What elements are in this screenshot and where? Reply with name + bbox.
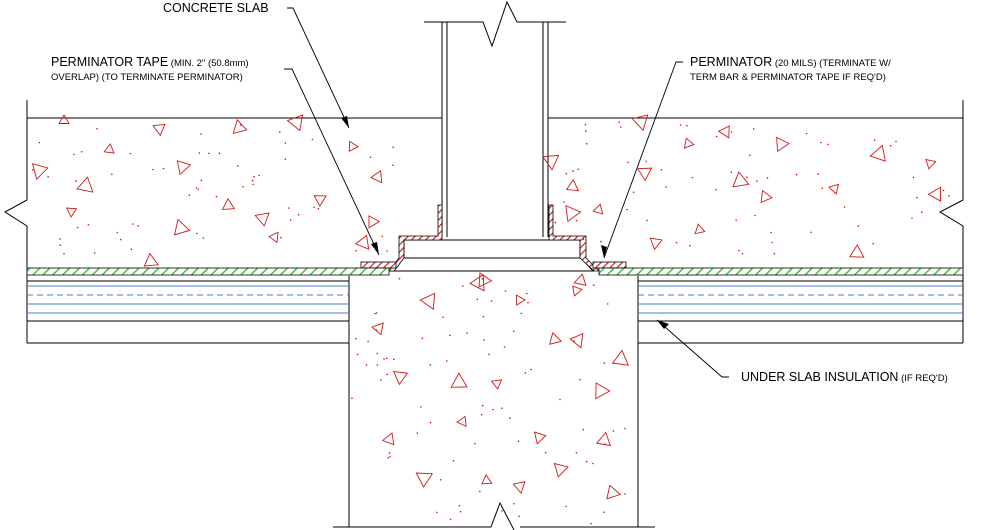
column-outline (441, 22, 549, 237)
under-slab-insulation (27, 280, 963, 344)
perminator-tape-title: PERMINATOR TAPE (51, 55, 169, 69)
footing-outline (348, 276, 639, 527)
perminator-label: PERMINATOR (20 MILS) (TERMINATE W/ TERM … (690, 55, 891, 85)
perminator-tape-note-line2: OVERLAP) (TO TERMINATE PERMINATOR) (51, 72, 243, 83)
leader-lines (284, 7, 729, 378)
perminator-note-line2: TERM BAR & PERMINATOR TAPE IF REQ'D) (690, 72, 886, 83)
under-slab-insulation-label: UNDER SLAB INSULATION (IF REQ'D) (741, 370, 948, 386)
insulation-title: UNDER SLAB INSULATION (741, 370, 899, 384)
leader-arrowheads (341, 116, 669, 329)
perminator-note: (20 MILS) (TERMINATE W/ (772, 58, 891, 69)
break-line-icon (333, 0, 655, 530)
concrete-slab-outline (26, 100, 964, 343)
aggregate-dots (31, 121, 950, 525)
concrete-slab-label: CONCRETE SLAB (163, 1, 269, 15)
triangle-aggregate-icon (31, 114, 942, 500)
perminator-title: PERMINATOR (690, 55, 773, 69)
perminator-tape-note: (MIN. 2" (50.8mm) (168, 58, 249, 69)
perminator-tape-label: PERMINATOR TAPE (MIN. 2" (50.8mm) OVERLA… (51, 55, 249, 85)
perminator-membrane-layer (26, 267, 964, 276)
break-line-icon (4, 199, 964, 240)
base-plate (389, 239, 595, 272)
insulation-note: (IF REQ'D) (898, 373, 948, 384)
